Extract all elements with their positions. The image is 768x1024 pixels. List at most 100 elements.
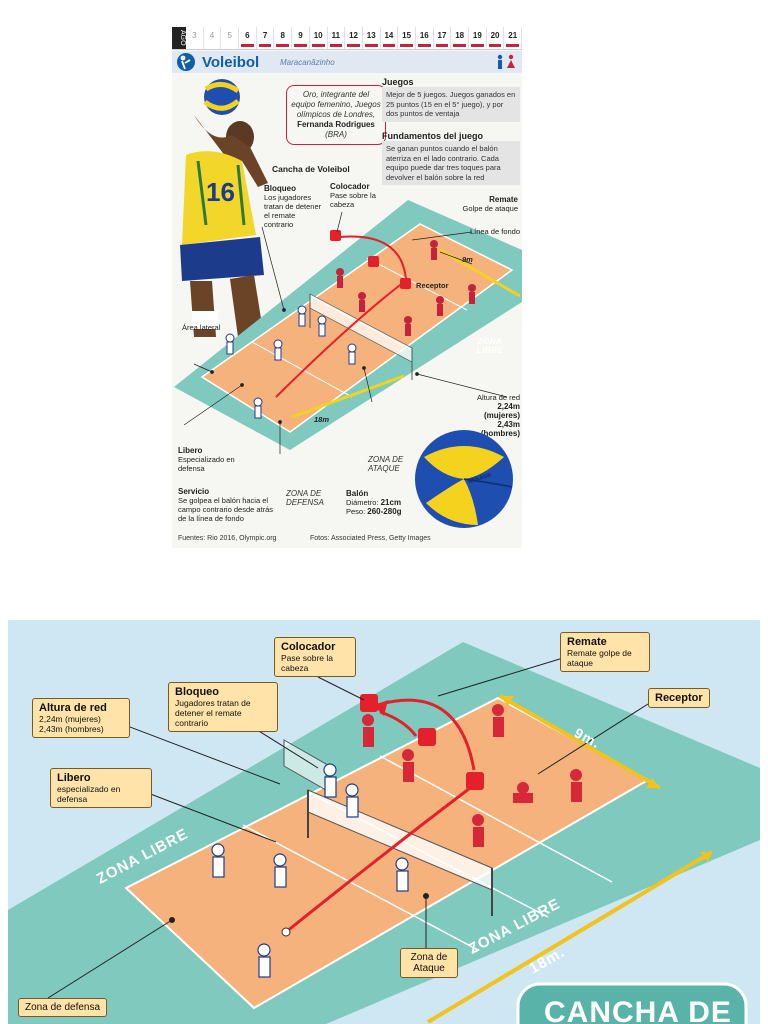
fundamentos-text: Se ganan puntos cuando el balón aterriza… — [382, 141, 520, 185]
dim-18m-label: 18m — [314, 415, 330, 424]
zona-ataque-callout: Zona de Ataque — [400, 948, 458, 978]
gender-icon — [497, 54, 515, 69]
balon-peso-label: Peso: — [346, 507, 366, 516]
day-cell: 17 — [434, 27, 452, 49]
day-cell: 15 — [398, 27, 416, 49]
bloqueo-text: Los jugadores tratan de detener el remat… — [264, 193, 322, 229]
colocador-callout-text: Pase sobre la cabeza — [281, 653, 333, 673]
colocador-heading: Colocador — [330, 182, 370, 191]
fundamentos-heading: Fundamentos del juego — [382, 131, 484, 141]
bloqueo-label: Bloqueo Los jugadores tratan de detener … — [264, 184, 324, 229]
fuentes-credit: Fuentes: Rio 2016, Olympic.org — [178, 535, 277, 542]
remate-callout: Remate Remate golpe de ataque — [560, 632, 650, 672]
altura-callout-mujeres: 2,24m (mujeres) — [39, 714, 101, 724]
court-diagram — [174, 200, 522, 454]
receptor-callout-heading: Receptor — [655, 692, 703, 704]
day-cell: 3 — [186, 27, 204, 49]
month-label: AGO — [172, 27, 186, 49]
altura-callout-heading: Altura de red — [39, 702, 107, 714]
day-cell: 5 — [221, 27, 240, 49]
day-cell: 9 — [292, 27, 310, 49]
balon-peso: 260-280g — [367, 507, 402, 516]
altura-callout-hombres: 2,43m (hombres) — [39, 724, 104, 734]
day-cell: 11 — [328, 27, 346, 49]
remate-label: Remate Golpe de ataque — [452, 195, 518, 213]
juegos-section: Juegos Mejor de 5 juegos. Juegos ganados… — [382, 77, 520, 122]
day-cell: 12 — [345, 27, 363, 49]
area-lateral-label: Área lateral — [182, 323, 221, 332]
remate-callout-text: Remate golpe de ataque — [567, 648, 632, 668]
balon-diametro: 21cm — [380, 498, 402, 507]
day-cell: 16 — [416, 27, 434, 49]
volleyball-ball-icon — [415, 430, 513, 528]
juegos-heading: Juegos — [382, 77, 414, 87]
bloqueo-callout-heading: Bloqueo — [175, 686, 219, 698]
receptor-label: Receptor — [416, 281, 449, 290]
day-cell: 19 — [469, 27, 487, 49]
athlete-quote: Oro, integrante del equipo femenino, Jue… — [286, 85, 386, 145]
dim-9m-label: 9m — [462, 255, 473, 264]
day-cell: 14 — [381, 27, 399, 49]
fotos-credit: Fotos: Associated Press, Getty Images — [310, 535, 431, 542]
receptor-callout: Receptor — [648, 688, 710, 708]
zona-defensa-callout-text: Zona de defensa — [25, 1002, 101, 1013]
colocador-label: Colocador Pase sobre la cabeza — [330, 182, 378, 209]
libero-callout-text: especializado en defensa — [57, 784, 121, 804]
servicio-text: Se golpea el balón hacia el campo contra… — [178, 496, 274, 523]
libero-heading: Libero — [178, 446, 203, 455]
linea-fondo-label: Línea de fondo — [469, 227, 520, 236]
colocador-callout-heading: Colocador — [281, 641, 336, 653]
day-cell: 7 — [257, 27, 275, 49]
day-cell: 20 — [487, 27, 505, 49]
page-title: Voleibol — [202, 54, 260, 71]
bloqueo-callout-text: Jugadores tratan de detener el remate co… — [175, 698, 251, 728]
title-bar: Voleibol Maracanãzinho — [172, 51, 522, 73]
bloqueo-heading: Bloqueo — [264, 184, 296, 193]
day-cell: 10 — [310, 27, 328, 49]
libero-label: Libero Especializado en defensa — [178, 446, 248, 473]
zona-ataque-callout-text: Zona de Ataque — [410, 952, 448, 974]
balon-heading: Balón — [346, 489, 369, 498]
servicio-label: Servicio Se golpea el balón hacia el cam… — [178, 487, 282, 523]
libero-text: Especializado en defensa — [178, 455, 235, 473]
athlete-photo — [180, 79, 268, 337]
altura-mujeres: 2,24m (mujeres) — [483, 402, 520, 420]
day-cell: 4 — [204, 27, 222, 49]
remate-callout-heading: Remate — [567, 636, 607, 648]
athlete-country: (BRA) — [325, 130, 347, 139]
court-diagram-large — [8, 642, 760, 1024]
remate-text: Golpe de ataque — [462, 204, 518, 213]
zona-defensa-callout: Zona de defensa — [18, 998, 108, 1017]
altura-red-heading: Altura de red — [477, 393, 520, 402]
volleyball-pictogram-icon — [177, 53, 195, 71]
balon-diametro-label: Diámetro: — [346, 498, 379, 507]
day-cell: 21 — [504, 27, 523, 49]
colocador-callout: Colocador Pase sobre la cabeza — [274, 637, 356, 677]
jersey-number: 16 — [206, 177, 235, 207]
athlete-name: Fernanda Rodrigues — [297, 120, 375, 129]
zona-defensa-label: ZONA DE DEFENSA — [286, 489, 324, 507]
altura-red-callout: Altura de red 2,24m (mujeres) 2,43m (hom… — [32, 698, 130, 738]
altura-hombres: 2,43m (hombres) — [480, 420, 520, 438]
bloqueo-callout: Bloqueo Jugadores tratan de detener el r… — [168, 682, 278, 732]
juegos-text: Mejor de 5 juegos. Juegos ganados en 25 … — [382, 87, 520, 122]
day-cell: 8 — [274, 27, 293, 49]
libero-callout-heading: Libero — [57, 772, 91, 784]
servicio-heading: Servicio — [178, 487, 210, 496]
zona-libre-label: ZONA LIBRE — [476, 337, 504, 355]
balon-label: Balón Diámetro: 21cm Peso: 260-280g — [346, 489, 416, 516]
zona-ataque-label: ZONA DE ATAQUE — [368, 455, 404, 473]
cancha-title: CANCHA DE — [544, 996, 732, 1024]
venue: Maracanãzinho — [280, 58, 335, 67]
fundamentos-section: Fundamentos del juego Se ganan puntos cu… — [382, 131, 520, 185]
altura-red-label: Altura de red 2,24m (mujeres) 2,43m (hom… — [462, 393, 520, 438]
court-title: Cancha de Voleibol — [272, 164, 350, 174]
day-cell: 13 — [363, 27, 381, 49]
bottom-infographic: Colocador Pase sobre la cabeza Remate Re… — [8, 620, 760, 1024]
colocador-text: Pase sobre la cabeza — [330, 191, 376, 209]
quote-text: Oro, integrante del equipo femenino, Jue… — [291, 90, 381, 119]
day-cell: 18 — [451, 27, 469, 49]
day-cell: 6 — [239, 27, 257, 49]
